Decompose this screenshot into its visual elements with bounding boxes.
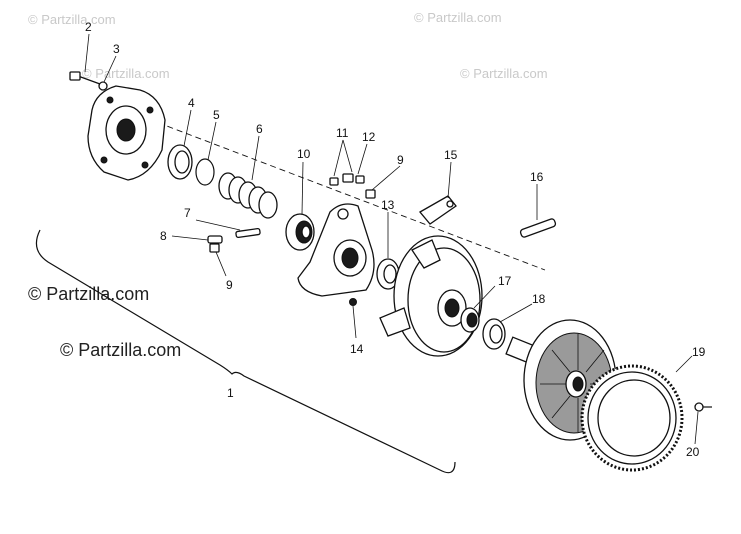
arm-part — [297, 203, 375, 297]
callout-15: 15 — [444, 148, 458, 162]
small-nut-part — [349, 298, 357, 306]
nut-part-upper — [365, 189, 376, 199]
watermark-left-main: © Partzilla.com — [28, 284, 149, 304]
callouts: 1 2 3 4 5 6 7 8 9 9 10 11 12 13 14 15 16… — [85, 20, 706, 459]
tag-part — [419, 195, 457, 225]
callout-2: 2 — [85, 20, 92, 34]
callout-17: 17 — [498, 274, 512, 288]
callout-1: 1 — [227, 386, 234, 400]
moveable-sheave — [379, 235, 483, 357]
watermark-left-second: © Partzilla.com — [60, 340, 181, 360]
callout-6: 6 — [256, 122, 263, 136]
nut-part-lower — [209, 243, 220, 253]
snap-ring-part — [195, 158, 215, 186]
callout-19: 19 — [692, 345, 706, 359]
screw-part-20 — [694, 402, 712, 412]
callout-14: 14 — [350, 342, 364, 356]
centerline — [129, 111, 546, 271]
callout-18: 18 — [532, 292, 546, 306]
callout-9-lower: 9 — [226, 278, 233, 292]
pin-part — [207, 227, 261, 244]
watermark-top-center: © Partzilla.com — [82, 66, 170, 81]
callout-11: 11 — [336, 126, 349, 140]
ring-part — [167, 144, 193, 180]
leader-lines — [84, 33, 699, 445]
ring-gear-part — [580, 364, 684, 472]
pin-part-16 — [519, 218, 557, 238]
bushing-part-18 — [482, 318, 506, 350]
callout-7: 7 — [184, 206, 191, 220]
roller-part — [285, 213, 315, 251]
callout-20: 20 — [686, 445, 700, 459]
cover-housing — [87, 85, 166, 181]
assembly-bracket — [35, 229, 456, 474]
callout-4: 4 — [188, 96, 195, 110]
callout-9-upper: 9 — [397, 153, 404, 167]
spring-part — [218, 172, 278, 219]
callout-10: 10 — [297, 147, 311, 161]
bushing-part-17 — [460, 307, 480, 333]
callout-8: 8 — [160, 229, 167, 243]
bolt-part — [69, 71, 108, 91]
watermark-top-right: © Partzilla.com — [414, 10, 502, 25]
callout-16: 16 — [530, 170, 544, 184]
watermark-right-second: © Partzilla.com — [460, 66, 548, 81]
watermark-top-left: © Partzilla.com — [28, 12, 116, 27]
callout-12: 12 — [362, 130, 376, 144]
hardware-part — [329, 173, 365, 186]
callout-3: 3 — [113, 42, 120, 56]
callout-13: 13 — [381, 198, 395, 212]
callout-5: 5 — [213, 108, 220, 122]
